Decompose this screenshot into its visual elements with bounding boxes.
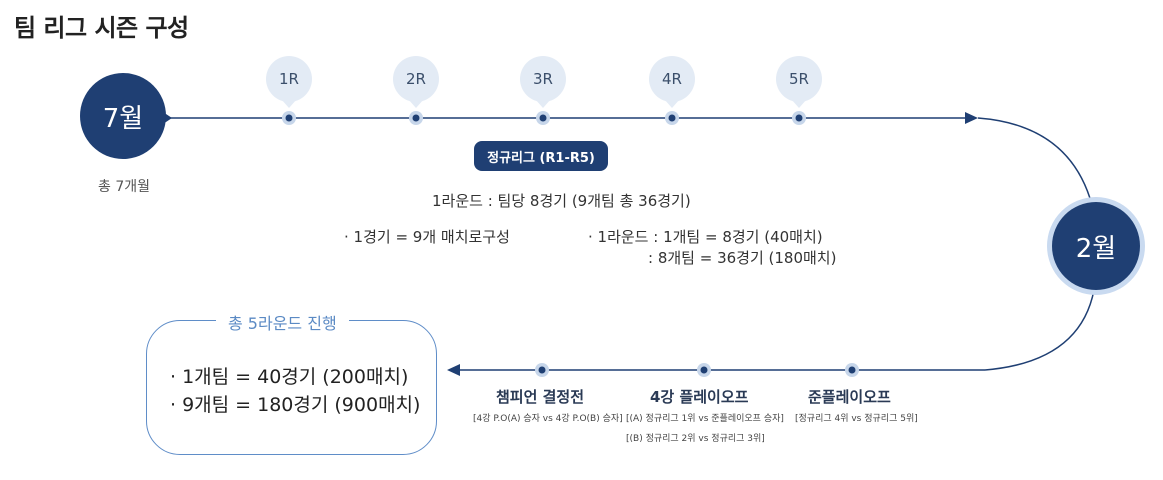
- round-bubble-3: [520, 56, 566, 108]
- round-bubble-2: [393, 56, 439, 108]
- round-label-2: 2R: [406, 70, 426, 88]
- round-bubble-5: [776, 56, 822, 108]
- final-sub: [4강 P.O(A) 승자 vs 4강 P.O(B) 승자]: [473, 414, 623, 424]
- playoff-dot-quarter: [845, 363, 859, 377]
- semi-final-sub-a: [(A) 정규리그 1위 vs 준플레이오프 승자]: [626, 414, 784, 424]
- summary-line-2: · 9개팀 = 180경기 (900매치): [170, 394, 421, 416]
- round-label-3: 3R: [533, 70, 553, 88]
- round-bubble-4: [649, 56, 695, 108]
- duration-caption: 총 7개월: [98, 179, 150, 195]
- round-dot-3: [536, 111, 550, 125]
- quarter-final-title: 준플레이오프: [808, 388, 891, 406]
- round-description: 1라운드 : 팀당 8경기 (9개팀 총 36경기): [432, 192, 691, 210]
- final-title: 챔피언 결정전: [496, 388, 585, 406]
- curve-to-bottom: [984, 289, 1095, 371]
- playoff-dot-semi: [697, 363, 711, 377]
- timeline-top-arrow: [965, 112, 978, 124]
- round-dot-5: [792, 111, 806, 125]
- timeline-bottom-arrow: [447, 364, 460, 376]
- curve-to-end-month: [977, 117, 1093, 206]
- round-label-4: 4R: [662, 70, 682, 88]
- playoff-dot-final: [535, 363, 549, 377]
- round-bubble-1: [266, 56, 312, 108]
- round-dot-1: [282, 111, 296, 125]
- game-description: · 1경기 = 9개 매치로구성: [344, 228, 510, 246]
- summary-title: 총 5라운드 진행: [216, 310, 349, 334]
- round-detail-1: · 1라운드 : 1개팀 = 8경기 (40매치): [588, 228, 823, 246]
- round-dot-4: [665, 111, 679, 125]
- start-month-circle: 7월: [80, 73, 166, 159]
- round-label-5: 5R: [789, 70, 809, 88]
- quarter-final-sub: [정규리그 4위 vs 정규리그 5위]: [795, 414, 918, 424]
- semi-final-sub-b: [(B) 정규리그 2위 vs 정규리그 3위]: [626, 434, 765, 444]
- round-detail-2: : 8개팀 = 36경기 (180매치): [648, 249, 837, 267]
- semi-final-title: 4강 플레이오프: [650, 388, 749, 406]
- page-title: 팀 리그 시즌 구성: [14, 14, 189, 42]
- round-dot-2: [409, 111, 423, 125]
- summary-line-1: · 1개팀 = 40경기 (200매치): [170, 366, 409, 388]
- end-month-circle: 2월: [1052, 202, 1140, 290]
- round-label-1: 1R: [279, 70, 299, 88]
- regular-league-badge: 정규리그 (R1-R5): [474, 141, 608, 171]
